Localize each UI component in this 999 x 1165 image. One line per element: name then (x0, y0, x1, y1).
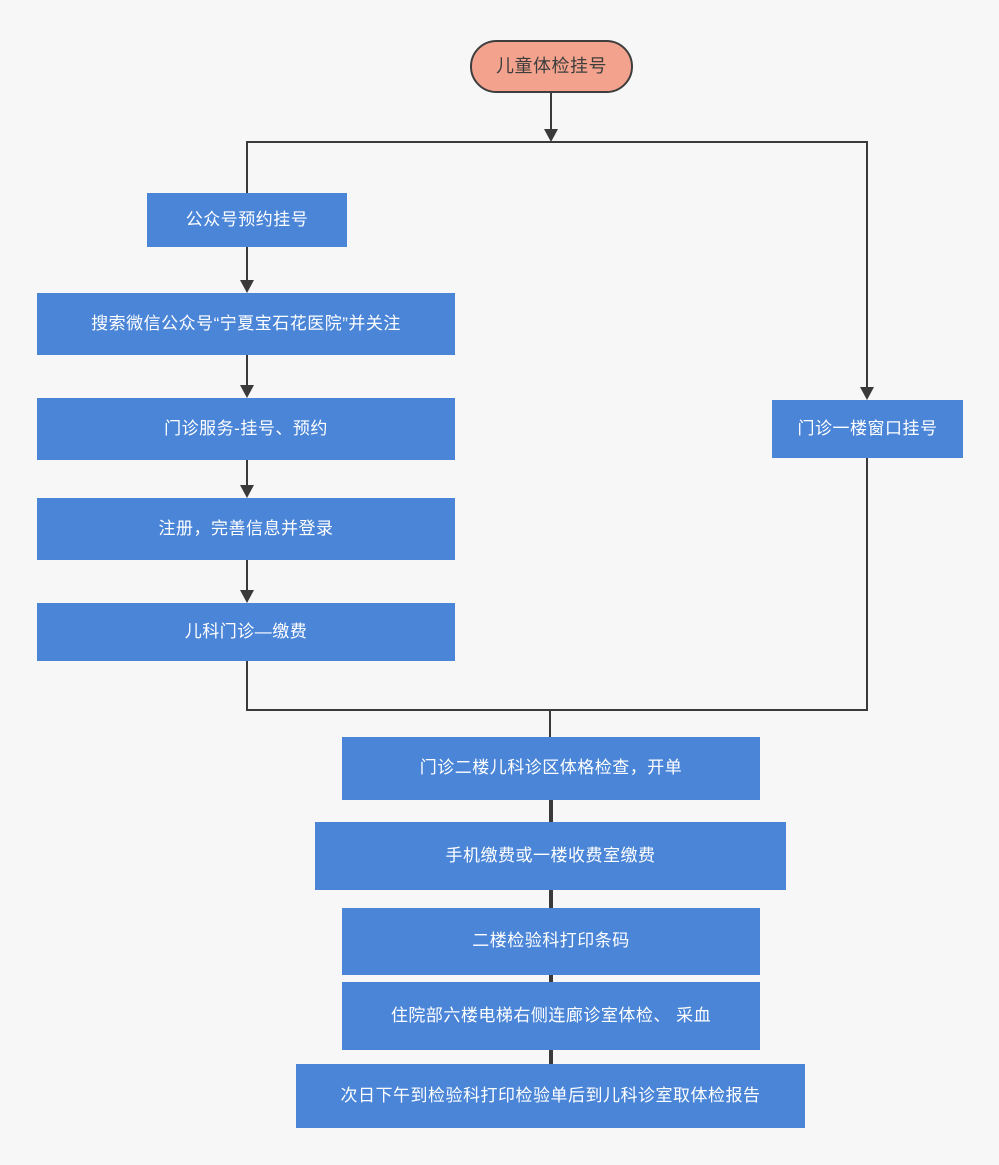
connector-register-to-payment (246, 560, 248, 592)
flow-node-search-wechat-account: 搜索微信公众号“宁夏宝石花医院”并关注 (37, 293, 455, 355)
connector-pay-to-barcode (549, 887, 553, 910)
connector-exam-to-pay (549, 795, 553, 824)
connector-merge-join (246, 709, 868, 711)
arrowhead-into-search (240, 280, 254, 293)
flow-node-print-barcode: 二楼检验科打印条码 (342, 908, 760, 975)
connector-booking-to-search (246, 246, 248, 282)
connector-merge-to-exam (549, 709, 551, 739)
flow-node-window-registration: 门诊一楼窗口挂号 (772, 400, 963, 458)
connector-left-branch-in (246, 141, 248, 193)
flow-node-payment-options: 手机缴费或一楼收费室缴费 (315, 822, 786, 890)
flow-node-register-and-login: 注册，完善信息并登录 (37, 498, 455, 560)
flow-node-outpatient-service-menu: 门诊服务-挂号、预约 (37, 398, 455, 460)
connector-search-to-service (246, 355, 248, 387)
flow-node-pediatric-clinic-payment: 儿科门诊—缴费 (37, 603, 455, 661)
connector-branch-split (246, 141, 868, 143)
arrowhead-into-window-registration (860, 387, 874, 400)
connector-blooddraw-to-report (549, 1047, 553, 1066)
flow-node-official-account-booking: 公众号预约挂号 (147, 193, 347, 247)
connector-left-merge-down (246, 660, 248, 711)
flow-node-collect-report: 次日下午到检验科打印检验单后到儿科诊室取体检报告 (296, 1064, 805, 1128)
connector-service-to-register (246, 460, 248, 487)
arrowhead-into-register (240, 485, 254, 498)
connector-barcode-to-blooddraw (549, 972, 553, 985)
connector-right-branch-down (866, 141, 868, 388)
arrowhead-into-service (240, 385, 254, 398)
connector-right-merge-down (866, 458, 868, 711)
flow-node-start: 儿童体检挂号 (470, 40, 633, 93)
arrowhead-into-split (544, 129, 558, 142)
arrowhead-into-payment (240, 590, 254, 603)
connector-start-down (550, 93, 552, 131)
flow-node-physical-exam-and-order: 门诊二楼儿科诊区体格检查，开单 (342, 737, 760, 800)
flow-node-exam-and-blood-draw: 住院部六楼电梯右侧连廊诊室体检、 采血 (342, 982, 760, 1050)
